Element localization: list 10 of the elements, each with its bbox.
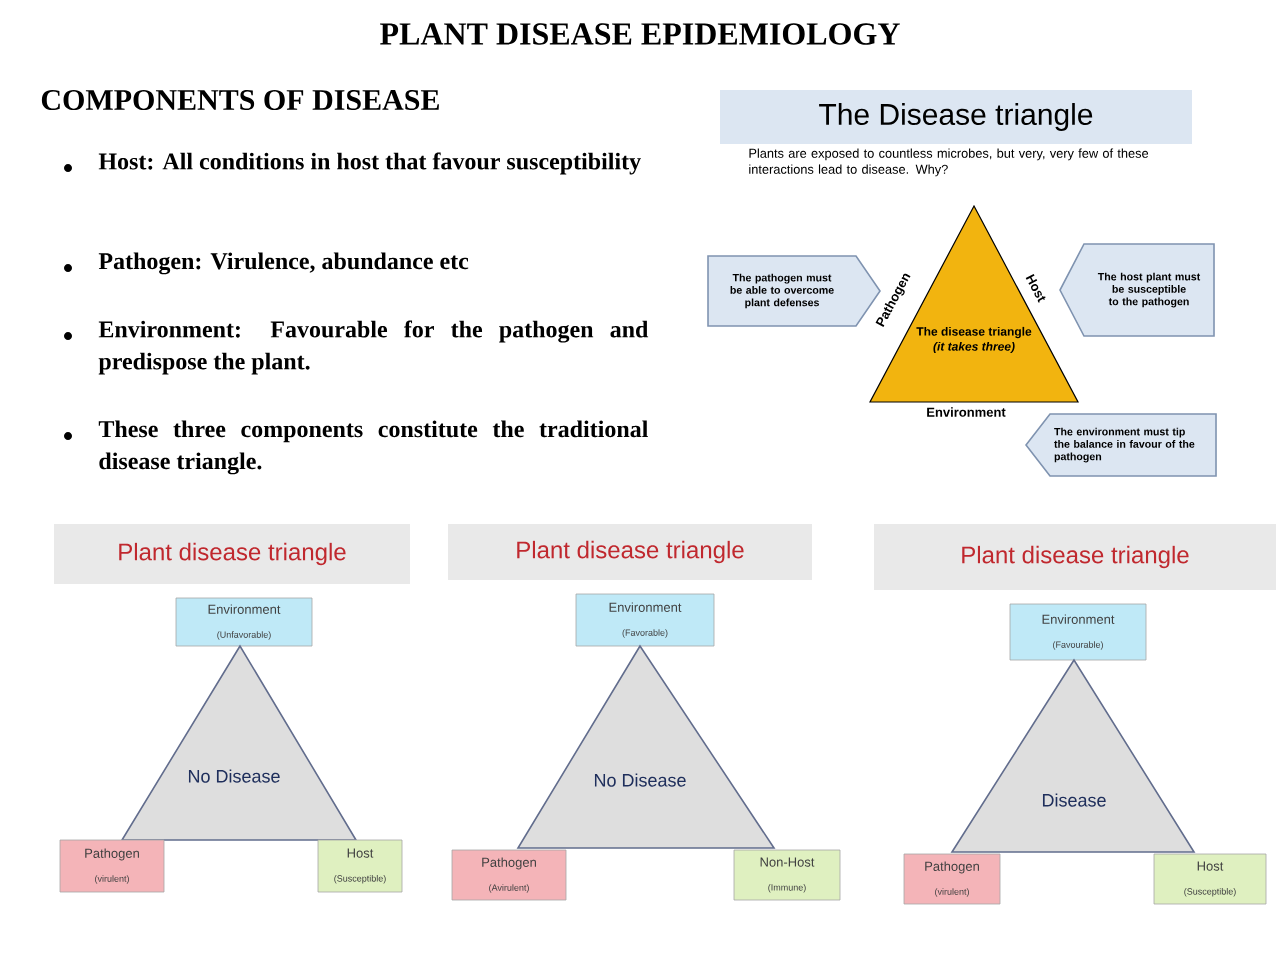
title-band: Plant disease triangle <box>54 524 410 584</box>
title-band: Plant disease triangle <box>448 524 812 580</box>
bullet-text: Environment: Favourable for the pathogen and predispose the plant. <box>98 320 649 375</box>
heading: COMPONENTS OF DISEASE <box>41 89 439 111</box>
title-band: Plant disease triangle <box>874 524 1276 590</box>
title-banner: The Disease triangle <box>720 90 1192 144</box>
bullet-text: Pathogen: Virulence, abundance etc <box>98 252 469 275</box>
bullet-text: These three components constitute the traditional disease triangle. <box>98 420 648 475</box>
bullet-text: Host: All conditions in host that favour susceptibility <box>98 152 641 175</box>
slide-title: PLANT DISEASE EPIDEMIOLOGY <box>380 23 900 45</box>
